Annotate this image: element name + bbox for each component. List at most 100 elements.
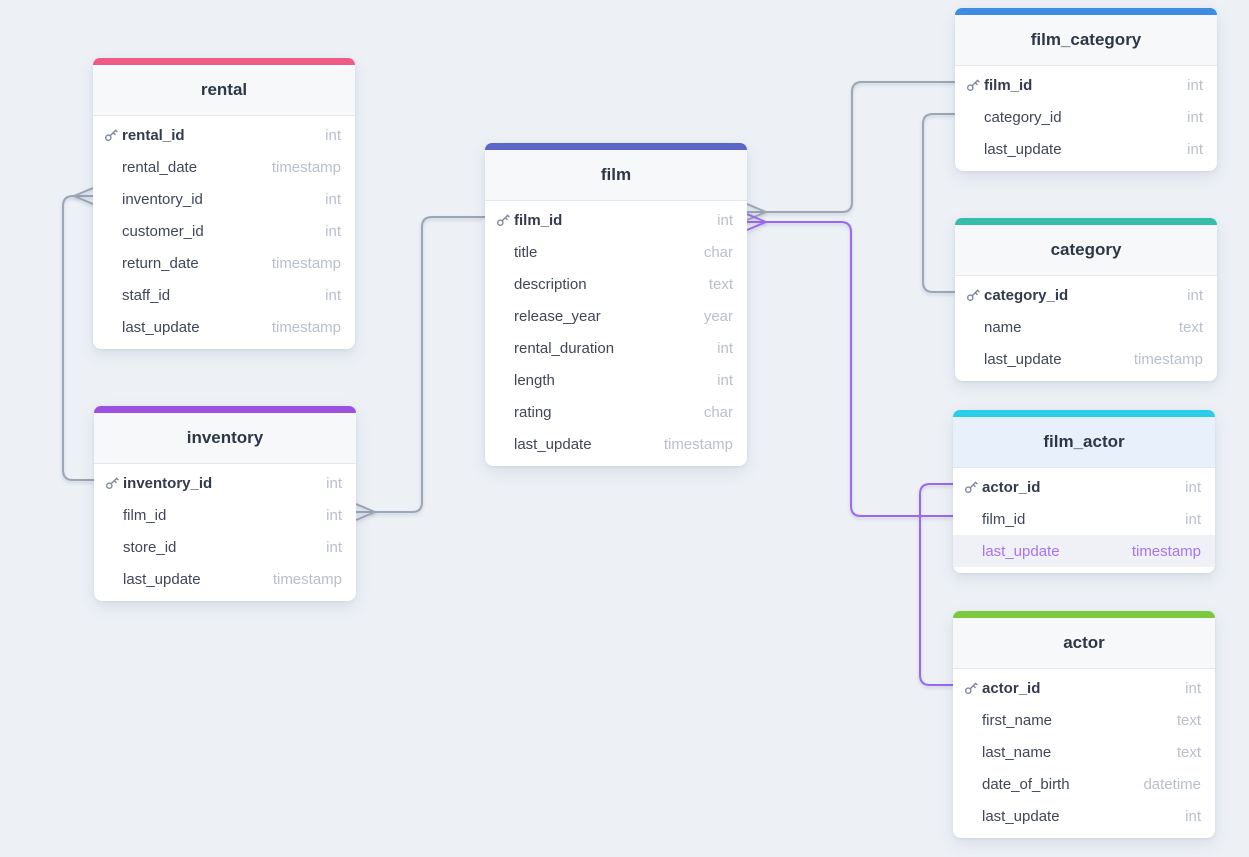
field-actor-date_of_birth[interactable]: date_of_birth datetime [953,768,1215,800]
relationship-line[interactable] [747,81,955,213]
table-color-bar [94,406,356,413]
field-film-description[interactable]: description text [485,268,747,300]
table-fields: rental_id int rental_date timestamp inve… [93,116,355,349]
relationship-film-film_actor [746,213,953,517]
table-title: actor [953,618,1215,669]
field-name: category_id [984,286,1069,304]
field-name: title [514,243,538,261]
primary-key-icon [497,214,510,226]
relationship-line[interactable] [919,483,953,686]
field-type: int [717,339,733,357]
field-category-category_id[interactable]: category_id int [955,279,1217,311]
relationship-line[interactable] [922,113,955,293]
field-film-film_id[interactable]: film_id int [485,204,747,236]
table-fields: actor_id int first_name text last_name t… [953,669,1215,838]
table-actor[interactable]: actor actor_id int first_name text last_… [953,611,1215,838]
field-inventory-last_update[interactable]: last_update timestamp [94,563,356,595]
field-name: store_id [123,538,177,556]
field-type: text [1176,743,1201,761]
field-name: release_year [514,307,601,325]
field-type: int [1187,140,1203,158]
table-color-bar [953,410,1215,417]
field-type: timestamp [663,435,733,453]
relationship-film_category-category [922,113,955,293]
key-icon-slot [964,480,982,494]
field-type: int [1187,286,1203,304]
field-film_actor-actor_id[interactable]: actor_id int [953,471,1215,503]
field-type: timestamp [271,318,341,336]
field-name: last_update [123,570,201,588]
primary-key-icon [105,129,118,141]
field-type: timestamp [271,254,341,272]
field-type: text [1176,711,1201,729]
field-type: text [708,275,733,293]
relationship-inventory-film [355,216,485,521]
field-actor-actor_id[interactable]: actor_id int [953,672,1215,704]
field-film-rental_duration[interactable]: rental_duration int [485,332,747,364]
field-name: staff_id [122,286,171,304]
field-inventory-film_id[interactable]: film_id int [94,499,356,531]
primary-key-icon [965,682,978,694]
table-inventory[interactable]: inventory inventory_id int film_id int s… [94,406,356,601]
field-inventory-inventory_id[interactable]: inventory_id int [94,467,356,499]
field-name: length [514,371,555,389]
field-rental-return_date[interactable]: return_date timestamp [93,247,355,279]
field-actor-last_update[interactable]: last_update int [953,800,1215,832]
field-name: last_update [984,350,1062,368]
table-title: rental [93,65,355,116]
field-rental-last_update[interactable]: last_update timestamp [93,311,355,343]
field-type: int [1185,510,1201,528]
field-rental-rental_date[interactable]: rental_date timestamp [93,151,355,183]
field-film_category-last_update[interactable]: last_update int [955,133,1217,165]
field-type: int [1187,76,1203,94]
field-type: timestamp [1131,542,1201,560]
field-actor-first_name[interactable]: first_name text [953,704,1215,736]
field-type: int [325,286,341,304]
field-film-length[interactable]: length int [485,364,747,396]
field-name: last_update [984,140,1062,158]
field-type: timestamp [272,570,342,588]
table-color-bar [953,611,1215,618]
key-icon-slot [964,681,982,695]
field-type: timestamp [271,158,341,176]
relationship-line[interactable] [356,216,485,513]
field-name: last_update [122,318,200,336]
field-inventory-store_id[interactable]: store_id int [94,531,356,563]
field-film-release_year[interactable]: release_year year [485,300,747,332]
field-film_actor-last_update[interactable]: last_update timestamp [953,535,1215,567]
field-type: int [325,190,341,208]
table-film[interactable]: film film_id int title char description … [485,143,747,466]
field-category-last_update[interactable]: last_update timestamp [955,343,1217,375]
table-rental[interactable]: rental rental_id int rental_date timesta… [93,58,355,349]
relationship-line[interactable] [747,221,953,517]
table-fields: inventory_id int film_id int store_id in… [94,464,356,601]
field-category-name[interactable]: name text [955,311,1217,343]
table-category[interactable]: category category_id int name text last_… [955,218,1217,381]
field-rental-staff_id[interactable]: staff_id int [93,279,355,311]
table-title: film_category [955,15,1217,66]
table-color-bar [955,8,1217,15]
field-actor-last_name[interactable]: last_name text [953,736,1215,768]
relationship-line[interactable] [62,195,94,481]
table-fields: category_id int name text last_update ti… [955,276,1217,381]
field-film-rating[interactable]: rating char [485,396,747,428]
field-rental-inventory_id[interactable]: inventory_id int [93,183,355,215]
table-film_actor[interactable]: film_actor actor_id int film_id int last… [953,410,1215,573]
field-film_category-category_id[interactable]: category_id int [955,101,1217,133]
field-rental-customer_id[interactable]: customer_id int [93,215,355,247]
field-film_actor-film_id[interactable]: film_id int [953,503,1215,535]
field-film-last_update[interactable]: last_update timestamp [485,428,747,460]
field-name: first_name [982,711,1053,729]
field-rental-rental_id[interactable]: rental_id int [93,119,355,151]
field-type: datetime [1143,775,1201,793]
crow-foot-icon [746,213,767,231]
field-film-title[interactable]: title char [485,236,747,268]
table-fields: film_id int title char description text … [485,201,747,466]
table-title: inventory [94,413,356,464]
field-type: int [326,538,342,556]
field-film_category-film_id[interactable]: film_id int [955,69,1217,101]
table-fields: film_id int category_id int last_update … [955,66,1217,171]
table-film_category[interactable]: film_category film_id int category_id in… [955,8,1217,171]
